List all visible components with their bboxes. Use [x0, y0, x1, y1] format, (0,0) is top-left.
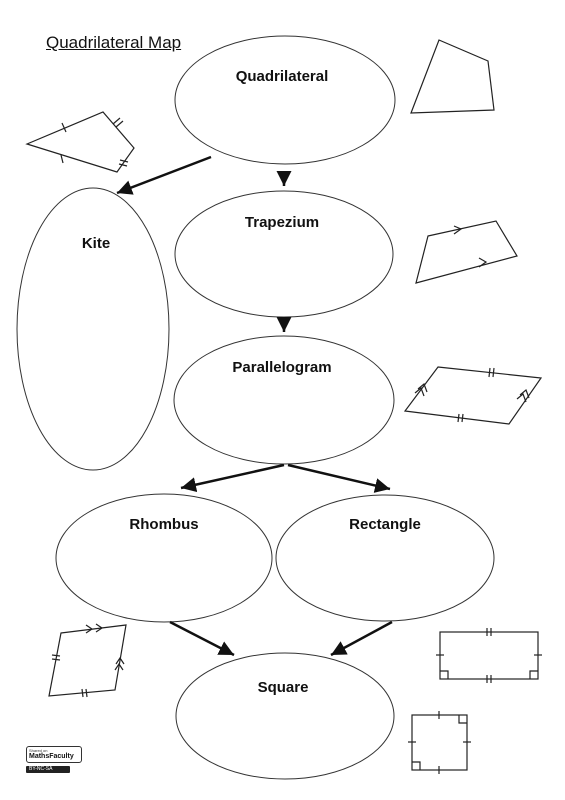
cc-license-badge: BY-NC-SA	[26, 766, 70, 773]
trapezium-shape	[415, 220, 518, 284]
rectangle-label: Rectangle	[349, 516, 421, 533]
shared-on-text: Shared on	[29, 748, 48, 753]
arrow-parallelogram-to-rhombus	[180, 463, 285, 493]
license-badge: Shared on MathsFaculty BY-NC-SA	[26, 746, 82, 773]
square-ellipse	[175, 652, 395, 780]
quadrilateral-shape	[410, 39, 495, 114]
mathsfaculty-logo: Shared on MathsFaculty	[26, 746, 82, 763]
rectangle-shape	[436, 628, 542, 683]
brand-text: MathsFaculty	[29, 753, 74, 760]
arrow-rectangle-to-square	[330, 620, 393, 657]
parallelogram-ellipse	[173, 335, 395, 465]
rhombus-label: Rhombus	[129, 516, 198, 533]
arrow-rhombus-to-square	[169, 620, 235, 657]
rhombus-shape	[48, 623, 127, 698]
square-shape	[408, 711, 471, 774]
arrow-parallelogram-to-rectangle	[287, 463, 391, 493]
trapezium-label: Trapezium	[245, 214, 319, 231]
kite-shape	[25, 111, 135, 173]
parallelogram-label: Parallelogram	[232, 359, 331, 376]
square-label: Square	[258, 679, 309, 696]
kite-label: Kite	[82, 235, 110, 252]
parallelogram-shape	[403, 366, 543, 425]
quadrilateral-ellipse	[174, 35, 396, 165]
quadrilateral-label: Quadrilateral	[236, 68, 329, 85]
trapezium-ellipse	[174, 190, 394, 318]
page-title: Quadrilateral Map	[46, 33, 182, 52]
rectangle-ellipse	[275, 494, 495, 622]
kite-ellipse	[16, 187, 170, 471]
arrow-quadrilateral-to-kite	[116, 155, 212, 195]
rhombus-ellipse	[55, 493, 273, 623]
